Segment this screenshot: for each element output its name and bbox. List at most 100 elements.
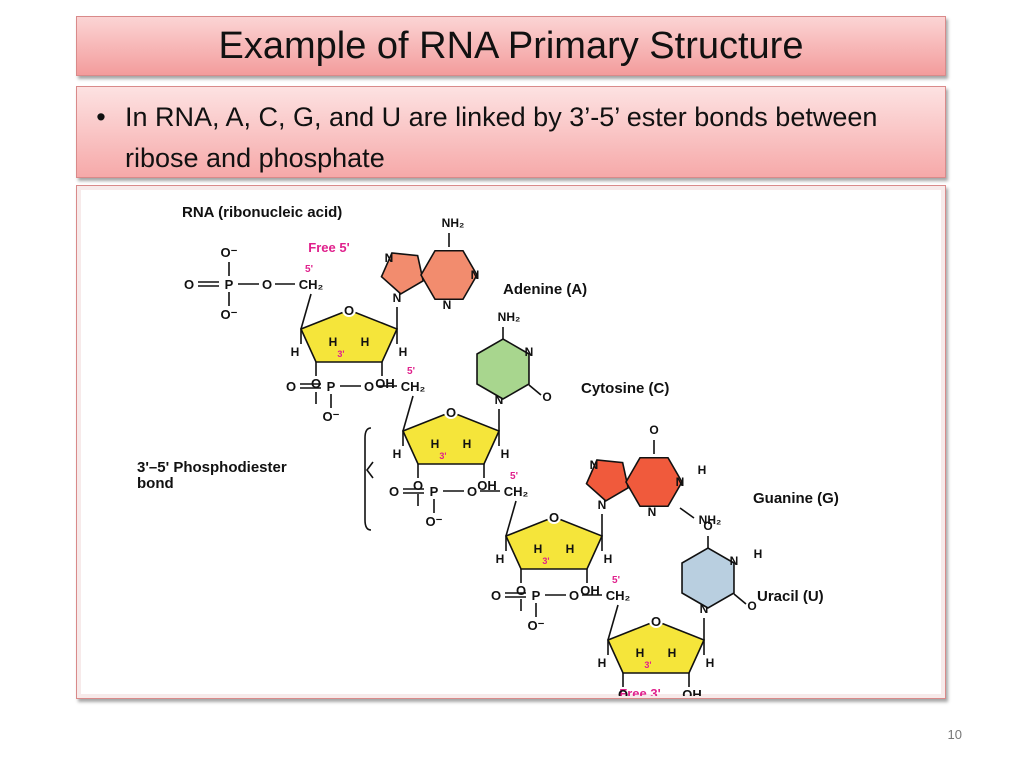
nucleotide-2-pos5-label: 5' xyxy=(407,366,415,377)
nucleotide-2-base-n3: N xyxy=(525,345,534,359)
nucleotide-3-base-n1-h: H xyxy=(698,463,707,477)
nucleotide-2-pos3-label: 3' xyxy=(439,451,446,461)
nucleotide-4-ribose-h-inner-left: H xyxy=(636,646,645,660)
nucleotide-1-base-n9: N xyxy=(393,291,402,305)
nucleotide-1-ribose-h-right: H xyxy=(399,345,408,359)
nucleotide-1-base-n3: N xyxy=(443,298,452,312)
bond-label-line1: 3'–5' Phosphodiester xyxy=(137,459,287,476)
nucleotide-3-base-n1: N xyxy=(676,475,685,489)
nucleotide-2-base-pyrimidine-ring xyxy=(476,338,530,400)
nucleotide-2-phosphate-o-left: O xyxy=(286,379,296,394)
nucleotide-3-ribose-ring xyxy=(504,516,604,570)
nucleotide-4-base-pyrimidine-ring xyxy=(681,547,735,609)
nucleotide-1-base-n7: N xyxy=(385,251,394,265)
nucleotide-1-pos5-label: 5' xyxy=(305,264,313,275)
nucleotide-4-phosphorus: P xyxy=(532,588,541,603)
nucleotide-4-ribose-h-right: H xyxy=(706,656,715,670)
nucleotide-4-ribose-oxygen: O xyxy=(651,614,661,629)
nucleotide-4-ch2-ring-bond xyxy=(607,604,619,641)
nucleotide-4-c2-hydroxyl: OH xyxy=(682,687,702,696)
nucleotide-1-ch2-ring-bond xyxy=(300,293,312,330)
nucleotide-2-c2-hydroxyl: OH xyxy=(477,478,497,493)
nucleotide-3-base-pyrimidine-ring xyxy=(625,456,683,508)
bullet-text: In RNA, A, C, G, and U are linked by 3’-… xyxy=(125,102,878,173)
nucleotide-1-ribose-oxygen: O xyxy=(344,303,354,318)
nucleotide-1-phosphate-o-minus-bottom: O⁻ xyxy=(221,307,238,322)
nucleotide-3-base-nh2: NH₂ xyxy=(699,513,722,527)
nucleotide-1-ribose-ring xyxy=(299,309,399,363)
nucleotide-1-phosphate-o-ester: O xyxy=(262,277,272,292)
nucleotide-1-ch2: CH₂ xyxy=(299,277,324,292)
nucleotide-3-base-imidazole-ring xyxy=(585,459,630,502)
base-label-guanine: Guanine (G) xyxy=(753,490,839,507)
nucleotide-4-pos5-label: 5' xyxy=(612,575,620,586)
nucleotide-2-base-n9: N xyxy=(495,393,504,407)
nucleotide-2-ribose-ring xyxy=(401,411,501,465)
nucleotide-4-base-n3: N xyxy=(730,554,739,568)
nucleotide-1-c2-hydroxyl: OH xyxy=(375,376,395,391)
nucleotide-1-base-n1: N xyxy=(471,268,480,282)
nucleotide-3-ribose-h-inner-left: H xyxy=(534,542,543,556)
nucleotide-4-pos3-label: 3' xyxy=(644,660,651,670)
bullet-box: • In RNA, A, C, G, and U are linked by 3… xyxy=(76,86,946,178)
nucleotide-3-ribose-h-left: H xyxy=(496,552,505,566)
nucleotide-1-base-pyrimidine-ring xyxy=(420,249,478,301)
bond-bracket-notch xyxy=(366,461,374,479)
nucleotide-2-base-c2-o-bond xyxy=(528,384,542,396)
nucleotide-1-ribose-h-left: H xyxy=(291,345,300,359)
title-box: Example of RNA Primary Structure xyxy=(76,16,946,76)
figure-canvas: RNA (ribonucleic acid)Free 5'Free 3'3'–5… xyxy=(81,190,941,702)
nucleotide-2-ribose-h-inner-left: H xyxy=(431,437,440,451)
nucleotide-1-ribose-o-bg xyxy=(342,303,356,317)
nucleotide-3-phosphorus: P xyxy=(430,484,439,499)
nucleotide-4-phosphate-o-left: O xyxy=(491,588,501,603)
nucleotide-3-base-n9: N xyxy=(598,498,607,512)
page-number: 10 xyxy=(947,727,962,742)
nucleotide-3-base-nh2-bond xyxy=(679,507,695,519)
nucleotide-2-base-nh2: NH₂ xyxy=(498,310,521,324)
nucleotide-3-phosphate-o-left: O xyxy=(389,484,399,499)
free-5-label: Free 5' xyxy=(308,240,349,255)
nucleotide-2-ribose-oxygen: O xyxy=(446,405,456,420)
bond-label-line2: bond xyxy=(137,475,174,492)
bullet-item: • In RNA, A, C, G, and U are linked by 3… xyxy=(77,97,925,179)
nucleotide-2-ribose-o-bg xyxy=(444,405,458,419)
nucleotide-2-ribose-h-inner-right: H xyxy=(463,437,472,451)
nucleotide-1-phosphate-o-minus-top: O⁻ xyxy=(221,245,238,260)
nucleotide-3-pos5-label: 5' xyxy=(510,471,518,482)
nucleotide-3-pos3-label: 3' xyxy=(542,556,549,566)
nucleotide-3-base-n3: N xyxy=(648,505,657,519)
nucleotide-2-phosphate-o-ester: O xyxy=(364,379,374,394)
nucleotide-2-c3-oxygen: O xyxy=(413,478,423,493)
nucleotide-4-ribose-h-inner-right: H xyxy=(668,646,677,660)
base-label-adenine: Adenine (A) xyxy=(503,281,587,298)
nucleotide-1-phosphate-o-left: O xyxy=(184,277,194,292)
nucleotide-4-ribose-h-left: H xyxy=(598,656,607,670)
nucleotide-3-base-o6: O xyxy=(649,423,658,437)
slide-title: Example of RNA Primary Structure xyxy=(218,24,804,67)
nucleotide-1-base-imidazole-ring xyxy=(380,252,425,295)
nucleotide-3-ch2: CH₂ xyxy=(504,484,529,499)
rna-structure-diagram: RNA (ribonucleic acid)Free 5'Free 3'3'–5… xyxy=(137,204,839,702)
figure-frame: RNA (ribonucleic acid)Free 5'Free 3'3'–5… xyxy=(76,185,946,702)
nucleotide-2-phosphate-o-minus-bottom: O⁻ xyxy=(323,409,340,424)
base-label-uracil: Uracil (U) xyxy=(757,588,824,605)
bond-bracket xyxy=(364,427,372,531)
nucleotide-2-ch2: CH₂ xyxy=(401,379,426,394)
nucleotide-1-ribose-h-inner-left: H xyxy=(329,335,338,349)
nucleotide-2-ribose-h-left: H xyxy=(393,447,402,461)
nucleotide-4-c3-oxygen: O xyxy=(618,687,628,696)
nucleotide-3-ch2-ring-bond xyxy=(505,500,517,537)
nucleotide-3-c3-oxygen: O xyxy=(516,583,526,598)
nucleotide-3-base-n7: N xyxy=(590,458,599,472)
nucleotide-2-base-o2: O xyxy=(542,390,551,404)
nucleotide-3-ribose-o-bg xyxy=(547,510,561,524)
nucleotide-2-phosphorus: P xyxy=(327,379,336,394)
nucleotide-1-ribose-h-inner-right: H xyxy=(361,335,370,349)
nucleotide-4-phosphate-o-minus-bottom: O⁻ xyxy=(528,618,545,633)
nucleotide-4-base-n9: N xyxy=(700,602,709,616)
nucleotide-4-base-o2: O xyxy=(747,599,756,613)
nucleotide-1-base-nh2: NH₂ xyxy=(442,216,465,230)
nucleotide-4-ch2: CH₂ xyxy=(606,588,631,603)
nucleotide-4-ribose-o-bg xyxy=(649,614,663,628)
